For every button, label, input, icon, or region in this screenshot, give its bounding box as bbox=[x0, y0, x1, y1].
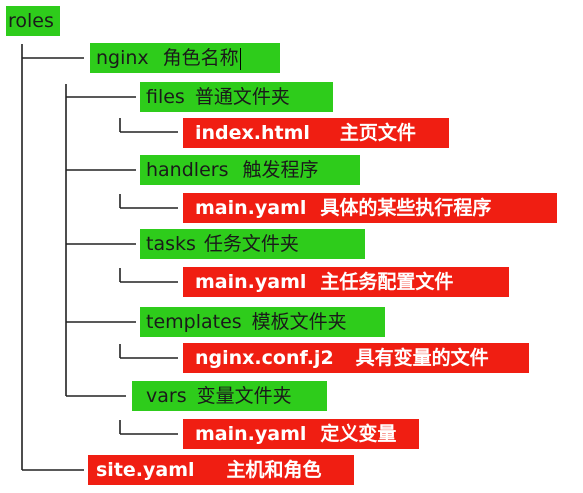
text-cursor bbox=[239, 47, 241, 70]
node-files: files 普通文件夹 bbox=[140, 82, 333, 112]
node-roles: roles bbox=[6, 6, 60, 36]
node-tasks: tasks 任务文件夹 bbox=[140, 229, 365, 259]
node-templates: templates 模板文件夹 bbox=[140, 307, 385, 337]
node-tasks-main-yaml: main.yaml 主任务配置文件 bbox=[183, 267, 509, 297]
node-vars-main-yaml-name: main.yaml bbox=[195, 423, 307, 445]
node-tasks-desc: 任务文件夹 bbox=[203, 233, 299, 255]
node-files-name: files bbox=[146, 86, 185, 108]
node-vars-name: vars bbox=[146, 385, 187, 407]
node-index-html: index.html 主页文件 bbox=[183, 118, 449, 148]
node-nginx-conf-j2-name: nginx.conf.j2 bbox=[195, 347, 334, 369]
node-handlers: handlers 触发程序 bbox=[140, 155, 360, 185]
node-tasks-main-yaml-desc: 主任务配置文件 bbox=[320, 271, 454, 293]
node-vars-main-yaml-desc: 定义变量 bbox=[320, 423, 397, 445]
node-roles-name: roles bbox=[8, 10, 54, 32]
node-handlers-main-yaml-name: main.yaml bbox=[195, 197, 307, 219]
node-index-html-name: index.html bbox=[195, 122, 310, 144]
node-templates-name: templates bbox=[146, 311, 242, 333]
node-site-yaml: site.yaml 主机和角色 bbox=[88, 455, 354, 485]
node-index-html-desc: 主页文件 bbox=[339, 122, 416, 144]
node-templates-desc: 模板文件夹 bbox=[251, 311, 347, 333]
node-nginx-conf-j2: nginx.conf.j2 具有变量的文件 bbox=[183, 343, 529, 373]
node-tasks-main-yaml-name: main.yaml bbox=[195, 271, 307, 293]
node-handlers-main-yaml: main.yaml 具体的某些执行程序 bbox=[183, 193, 557, 223]
node-vars-desc: 变量文件夹 bbox=[196, 385, 292, 407]
node-handlers-main-yaml-desc: 具体的某些执行程序 bbox=[320, 197, 492, 219]
node-vars: vars 变量文件夹 bbox=[132, 381, 327, 411]
node-nginx: nginx 角色名称 bbox=[90, 43, 280, 73]
node-nginx-conf-j2-desc: 具有变量的文件 bbox=[355, 347, 489, 369]
node-handlers-name: handlers bbox=[146, 159, 229, 181]
node-tasks-name: tasks bbox=[146, 233, 196, 255]
node-nginx-name: nginx bbox=[96, 47, 149, 69]
node-nginx-desc: 角色名称 bbox=[162, 47, 239, 69]
node-site-yaml-desc: 主机和角色 bbox=[226, 459, 322, 481]
node-handlers-desc: 触发程序 bbox=[242, 159, 319, 181]
node-files-desc: 普通文件夹 bbox=[194, 86, 290, 108]
node-vars-main-yaml: main.yaml 定义变量 bbox=[183, 419, 419, 449]
node-site-yaml-name: site.yaml bbox=[96, 459, 195, 481]
